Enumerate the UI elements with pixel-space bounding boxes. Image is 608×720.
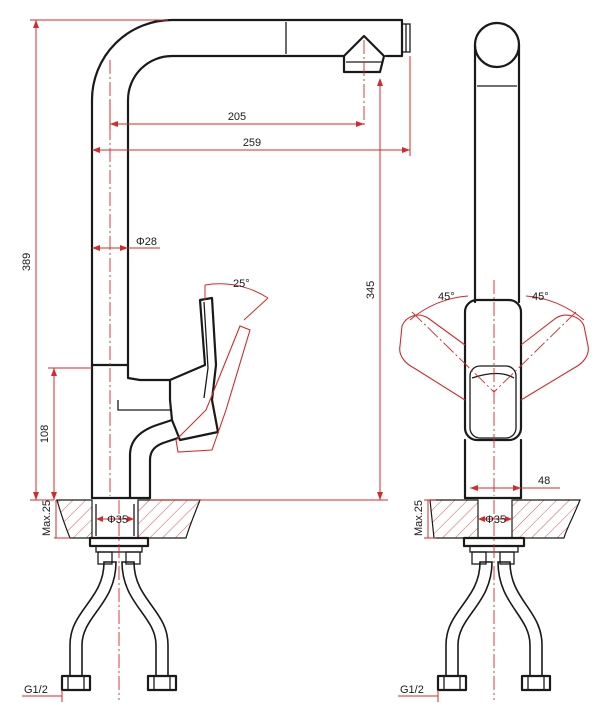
- lever-handle[interactable]: [168, 296, 220, 442]
- hose-fitting-left: [60, 674, 92, 692]
- side-view: 45° 45° 48 Max.25 Φ35: [398, 21, 589, 702]
- deck-right: [137, 499, 201, 539]
- side-handle-rotated-left: [399, 314, 466, 401]
- dim-handle-angle: 25°: [233, 278, 250, 290]
- side-hose-right: [497, 561, 543, 677]
- label-thread: G1/2: [24, 684, 48, 696]
- deck-left: [56, 499, 93, 539]
- dim-total-height: 389: [21, 253, 33, 271]
- side-deck-right: [511, 499, 581, 539]
- dim-spout-diameter: Φ28: [136, 236, 157, 248]
- dim-spout-height: 345: [365, 281, 377, 299]
- lever-handle-rotated: [175, 325, 251, 453]
- side-deck-left: [429, 499, 479, 539]
- hose-left: [69, 561, 117, 677]
- spout-top-circle: [473, 21, 521, 69]
- spout-body: [90, 18, 404, 367]
- dim-side-deck-thickness: Max.25: [413, 500, 425, 536]
- dim-deck-thickness: Max.25: [41, 500, 53, 536]
- dim-body-height: 108: [39, 425, 51, 443]
- dim-side-hole-diameter: Φ35: [485, 514, 506, 526]
- dim-reach-259: 259: [243, 137, 261, 149]
- dim-reach-205: 205: [228, 111, 246, 123]
- label-side-thread: G1/2: [400, 684, 424, 696]
- front-view: 25° 389 345: [21, 18, 411, 702]
- side-handle-rotated-right: [520, 314, 589, 401]
- dim-hole-diameter: Φ35: [107, 514, 128, 526]
- hose-right: [121, 561, 169, 677]
- side-handle[interactable]: [463, 298, 523, 442]
- dim-handle-angle-left: 45°: [438, 291, 455, 303]
- mixer-body: [90, 363, 180, 500]
- pullout-head: [342, 34, 386, 74]
- hose-fitting-right: [146, 674, 178, 692]
- dim-handle-angle-right: 45°: [532, 291, 549, 303]
- side-hose-left: [445, 561, 493, 677]
- dim-offset: 48: [538, 475, 550, 487]
